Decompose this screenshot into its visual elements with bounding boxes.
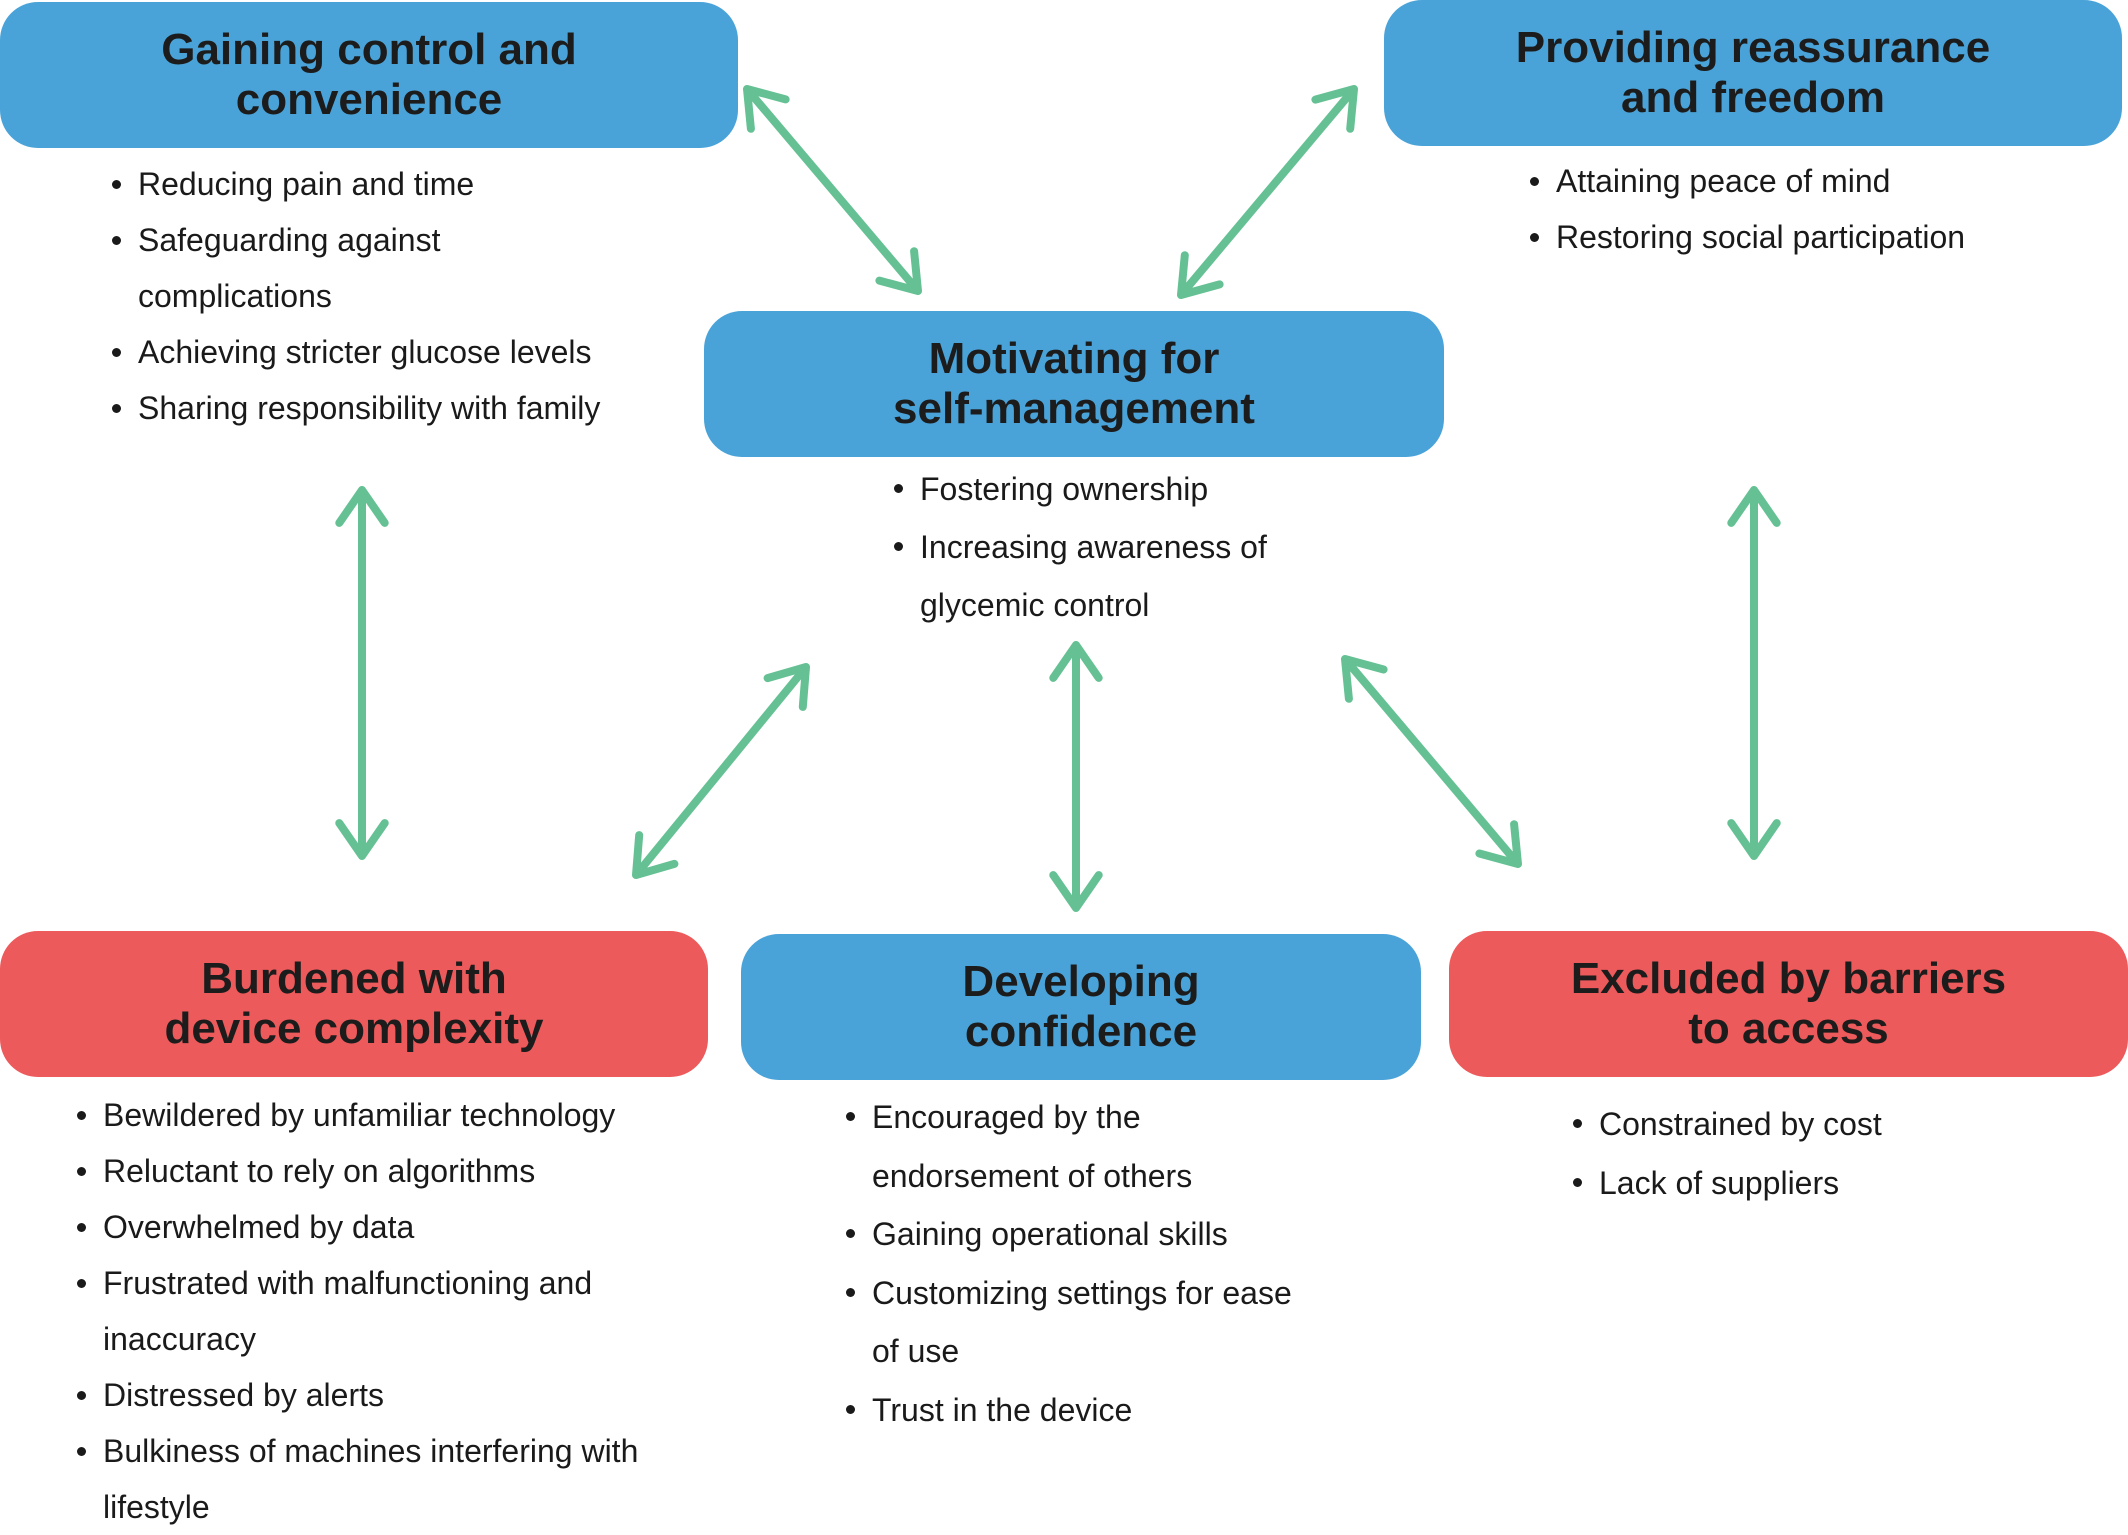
- list-item: Customizing settings for ease: [842, 1264, 1292, 1323]
- list-item: Achieving stricter glucose levels: [108, 324, 600, 380]
- excluded-barriers-list: Constrained by cost Lack of suppliers: [1569, 1095, 1882, 1213]
- list-item: Trust in the device: [842, 1381, 1292, 1440]
- list-item: Increasing awareness of: [890, 518, 1267, 576]
- node-motivating: Motivating for self-management: [704, 311, 1444, 457]
- motivating-list: Fostering ownership Increasing awareness…: [890, 460, 1267, 634]
- providing-reassurance-list: Attaining peace of mind Restoring social…: [1526, 153, 1965, 265]
- list-item: Bewildered by unfamiliar technology: [73, 1087, 638, 1143]
- list-item: Constrained by cost: [1569, 1095, 1882, 1154]
- node-gaining-control: Gaining control and convenience: [0, 2, 738, 148]
- list-item: Bulkiness of machines interfering with: [73, 1423, 638, 1479]
- node-providing-reassurance-title: Providing reassurance and freedom: [1515, 23, 1991, 122]
- list-item-continuation: complications: [138, 278, 332, 314]
- arrow-providing-excluded: [1727, 486, 1781, 860]
- arrow-motivating-burdened: [632, 663, 810, 879]
- node-motivating-title: Motivating for self-management: [893, 334, 1255, 433]
- arrow-motivating-developing: [1049, 641, 1103, 912]
- arrow-motivating-excluded: [1341, 655, 1522, 868]
- node-excluded-barriers-title: Excluded by barriers to access: [1570, 954, 2007, 1053]
- developing-confidence-list: Encouraged by the endorsement of others …: [842, 1088, 1292, 1439]
- node-providing-reassurance: Providing reassurance and freedom: [1384, 0, 2122, 146]
- list-item-continuation: inaccuracy: [103, 1321, 256, 1357]
- list-item-continuation: of use: [872, 1333, 960, 1369]
- list-item: Restoring social participation: [1526, 209, 1965, 265]
- node-excluded-barriers: Excluded by barriers to access: [1449, 931, 2128, 1077]
- arrow-gaining-burdened: [335, 486, 389, 860]
- node-gaining-control-title: Gaining control and convenience: [161, 25, 577, 124]
- list-item-continuation: lifestyle: [103, 1489, 210, 1525]
- list-item: Reducing pain and time: [108, 156, 600, 212]
- list-item: Attaining peace of mind: [1526, 153, 1965, 209]
- list-item: Fostering ownership: [890, 460, 1267, 518]
- list-item: Sharing responsibility with family: [108, 380, 600, 436]
- list-item: Reluctant to rely on algorithms: [73, 1143, 638, 1199]
- list-item-continuation: endorsement of others: [872, 1157, 1193, 1194]
- arrow-providing-motivating: [1177, 85, 1358, 299]
- list-item: Gaining operational skills: [842, 1205, 1292, 1264]
- list-item: Safeguarding against: [108, 212, 600, 268]
- list-item: Lack of suppliers: [1569, 1154, 1882, 1213]
- arrow-gaining-motivating: [743, 85, 922, 295]
- list-item: Distressed by alerts: [73, 1367, 638, 1423]
- burdened-list: Bewildered by unfamiliar technology Relu…: [73, 1087, 638, 1535]
- node-developing-confidence: Developing confidence: [741, 934, 1421, 1080]
- list-item: Overwhelmed by data: [73, 1199, 638, 1255]
- node-burdened-title: Burdened with device complexity: [164, 954, 544, 1053]
- list-item-continuation: glycemic control: [920, 587, 1150, 623]
- gaining-control-list: Reducing pain and time Safeguarding agai…: [108, 156, 600, 436]
- node-burdened: Burdened with device complexity: [0, 931, 708, 1077]
- list-item: Frustrated with malfunctioning and: [73, 1255, 638, 1311]
- list-item: Encouraged by the: [842, 1088, 1292, 1147]
- node-developing-confidence-title: Developing confidence: [962, 957, 1200, 1056]
